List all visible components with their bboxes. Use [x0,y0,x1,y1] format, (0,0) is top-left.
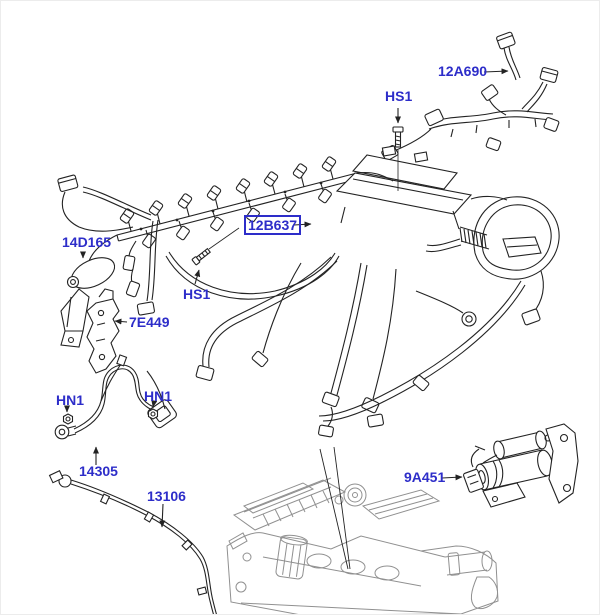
nut-hn1-left-art [62,413,74,425]
bolt-hs1-top-art [392,126,404,191]
part-label-hn1-left[interactable]: HN1 [56,392,85,408]
main-harness-12b637-art [57,145,560,438]
part-label-hs1-top[interactable]: HS1 [385,88,413,104]
engine-block-art [226,477,499,614]
sensor-14d165-art [60,257,116,348]
bolt-hs1-left-art [191,227,240,266]
part-label-13106[interactable]: 13106 [147,488,186,504]
part-label-12b637[interactable]: 12B637 [244,215,302,235]
leader-lines [64,68,509,528]
part-label-14305[interactable]: 14305 [79,463,118,479]
starter-motor-9a451-art [463,423,579,508]
nut-hn1-right-art [147,408,159,420]
cable-13106-art [48,470,217,614]
part-label-7e449[interactable]: 7E449 [129,314,170,330]
pointer-lines [319,446,351,570]
part-label-hn1-right[interactable]: HN1 [144,388,173,404]
part-label-12a690[interactable]: 12A690 [438,63,488,79]
part-label-9a451[interactable]: 9A451 [404,469,446,485]
part-label-14d165[interactable]: 14D165 [62,234,112,250]
part-label-hs1-left[interactable]: HS1 [183,286,211,302]
battery-cable-14305-art [54,354,177,440]
bracket-7e449-art [86,288,120,374]
sub-harness-12a690-art [381,31,560,162]
